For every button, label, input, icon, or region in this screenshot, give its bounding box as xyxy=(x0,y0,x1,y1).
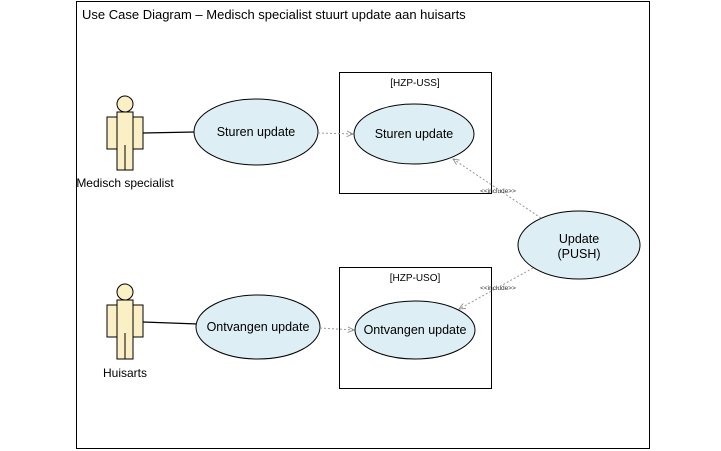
flow-sturen xyxy=(317,133,353,134)
association-huisarts-ontvangen xyxy=(142,321,199,325)
svg-text:Update: Update xyxy=(559,232,599,246)
include-relation-top xyxy=(453,159,542,219)
svg-text:(PUSH): (PUSH) xyxy=(557,247,600,261)
use-case-update-push: Update (PUSH) xyxy=(517,210,641,280)
actor-label: Huisarts xyxy=(103,366,147,380)
use-case-ontvangen-update-inner: Ontvangen update xyxy=(354,300,476,360)
use-case-sturen-update: Sturen update xyxy=(193,98,319,166)
include-label-top: <<include>> xyxy=(480,188,516,195)
system-boundary-hzp-uss: [HZP-USS] xyxy=(339,72,492,194)
include-label-bottom: <<include>> xyxy=(480,285,516,292)
svg-text:[HZP-USO]: [HZP-USO] xyxy=(390,273,441,284)
svg-text:Sturen update: Sturen update xyxy=(217,125,296,139)
use-case-sturen-update-inner: Sturen update xyxy=(353,103,475,165)
actor-medisch-specialist: Medisch specialist xyxy=(76,95,174,190)
svg-text:Sturen update: Sturen update xyxy=(375,127,454,141)
actor-figure-icon xyxy=(106,95,144,171)
actor-figure-icon xyxy=(106,283,144,360)
association-specialist-sturen xyxy=(142,131,196,134)
system-boundary-hzp-uso: [HZP-USO] xyxy=(339,267,492,389)
actor-huisarts: Huisarts xyxy=(103,283,147,380)
use-case-ontvangen-update: Ontvangen update xyxy=(195,294,321,360)
flow-ontvangen xyxy=(319,328,354,330)
diagram-title: Use Case Diagram – Medisch specialist st… xyxy=(82,7,466,22)
actor-label: Medisch specialist xyxy=(76,176,174,190)
svg-text:Ontvangen update: Ontvangen update xyxy=(207,320,310,334)
svg-text:[HZP-USS]: [HZP-USS] xyxy=(390,78,440,89)
svg-text:Ontvangen update: Ontvangen update xyxy=(364,323,467,337)
